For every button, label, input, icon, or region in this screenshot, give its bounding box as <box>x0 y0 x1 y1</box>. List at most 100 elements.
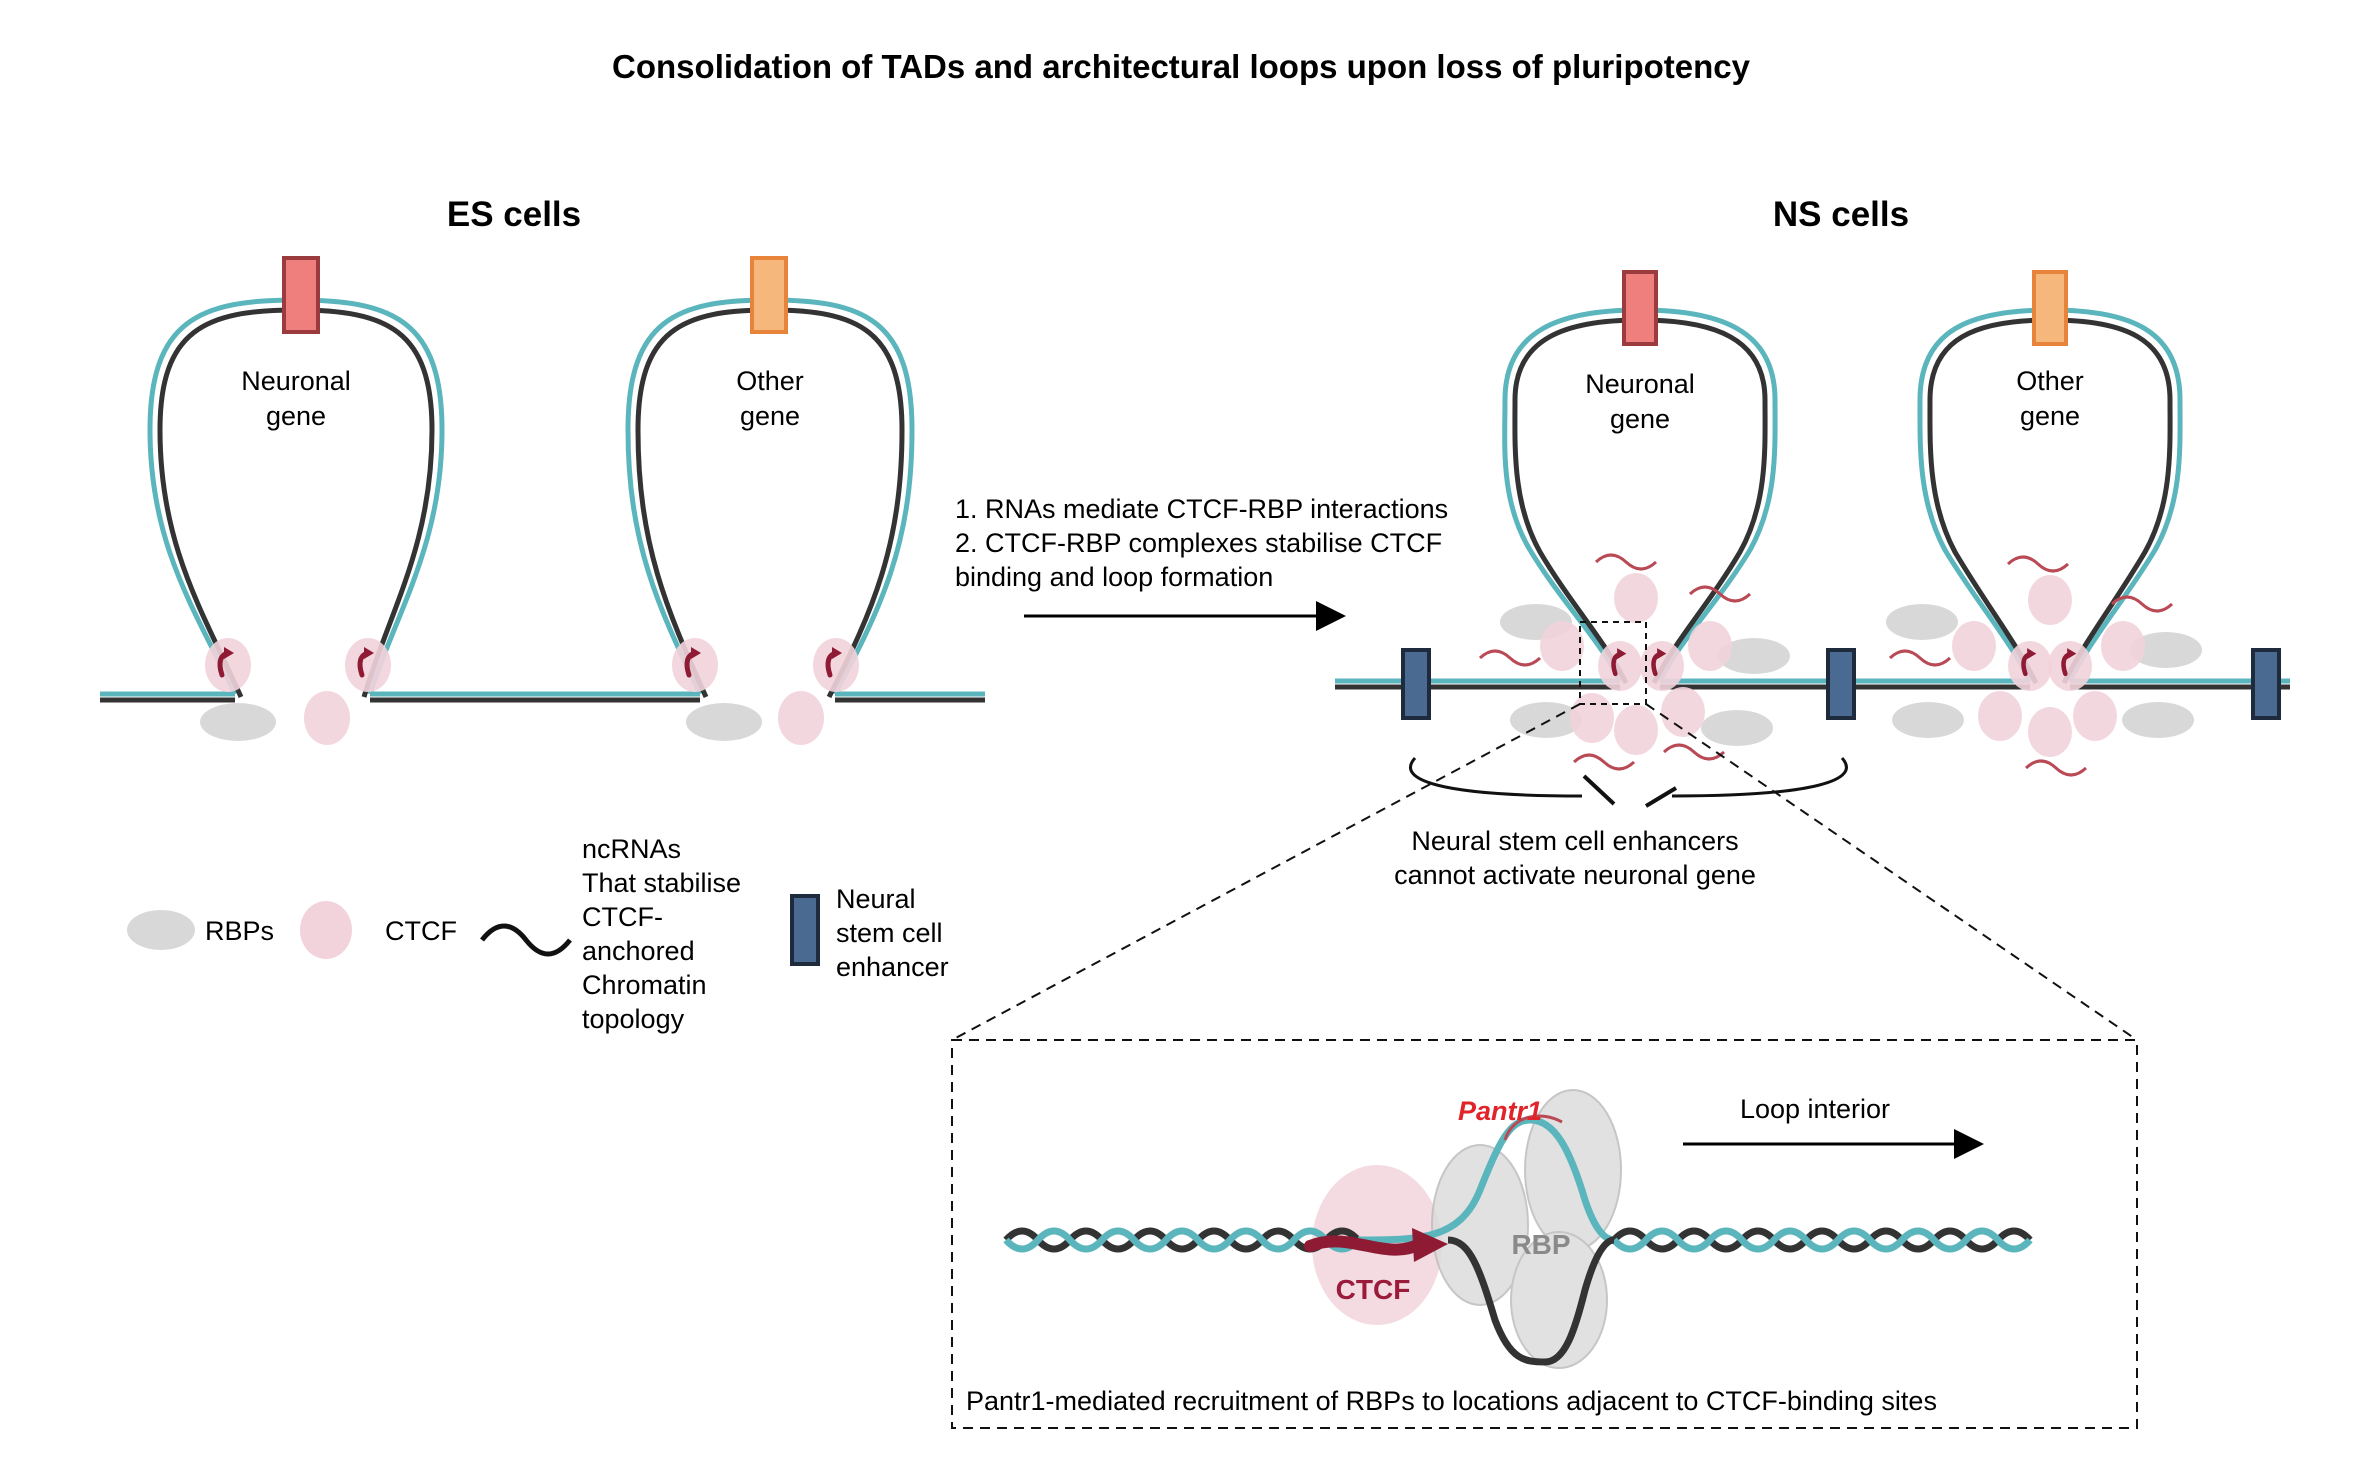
inset-ctcf-label: CTCF <box>1336 1274 1411 1305</box>
es-panel: ES cells Neuronal gene Other gene <box>100 195 985 745</box>
rbp-blob-icon <box>2122 702 2194 738</box>
ctcf-circle-icon <box>2073 691 2117 741</box>
legend-ncrna-line-5: Chromatin <box>582 970 707 1000</box>
ctcf-arrow-icon <box>1304 1235 1426 1256</box>
transition-step-3: binding and loop formation <box>955 562 1273 592</box>
ns-enhancer-block-arcs: Neural stem cell enhancers cannot activa… <box>1394 756 1848 890</box>
ns-enhancer-note-1: Neural stem cell enhancers <box>1411 826 1738 856</box>
ncrna-wave-icon <box>1594 553 1658 571</box>
rbp-blob-icon <box>127 910 195 950</box>
ncrna-wave-icon <box>2006 555 2070 573</box>
ns-anchor-cluster-1 <box>1478 553 1790 771</box>
ctcf-circle-icon <box>813 638 859 692</box>
transition-step-1: 1. RNAs mediate CTCF-RBP interactions <box>955 494 1448 524</box>
es-neuronal-gene-label-1: Neuronal <box>241 366 351 396</box>
es-panel-label: ES cells <box>447 195 581 234</box>
ns-loop-neuronal: Neuronal gene <box>1502 270 1778 685</box>
transition-step-2: 2. CTCF-RBP complexes stabilise CTCF <box>955 528 1442 558</box>
neuronal-gene-block <box>282 256 320 334</box>
zoom-connector-right <box>1645 703 2138 1041</box>
ns-enhancer-note-2: cannot activate neuronal gene <box>1394 860 1756 890</box>
legend-ncrna-line-2: That stabilise <box>582 868 741 898</box>
zoom-box <box>1579 621 1647 705</box>
ctcf-circle-icon <box>2028 575 2072 625</box>
ncrna-wave-icon <box>1478 649 1542 667</box>
ncrna-wave-icon <box>1688 585 1752 603</box>
ncrna-wave-icon <box>1662 743 1726 761</box>
ctcf-circle-icon <box>1614 705 1658 755</box>
dna-double-helix <box>1003 1114 2033 1366</box>
legend-enhancer-line-3: enhancer <box>836 952 949 982</box>
ns-enhancers <box>1401 648 2281 720</box>
ns-loop-other: Other gene <box>1917 270 2183 685</box>
ns-neuronal-gene-label-1: Neuronal <box>1585 369 1695 399</box>
ctcf-circle-icon <box>1952 621 1996 671</box>
legend-ctcf-label: CTCF <box>385 916 457 946</box>
inset-rbp-label: RBP <box>1511 1229 1570 1260</box>
inset-panel: Pantr1 RBP CTCF Loop interior Pantr1-med… <box>951 1039 2138 1429</box>
enhancer-bar-icon <box>790 894 820 966</box>
rbp-blob-icon <box>686 703 762 741</box>
rbp-blob-icon <box>1701 710 1773 746</box>
legend-enhancer-line-1: Neural <box>836 884 916 914</box>
rbp-blob-icon <box>200 703 276 741</box>
rbp-blob-icon <box>1892 702 1964 738</box>
ns-chromatin-baseline <box>1335 678 2290 690</box>
enhancer-bar-icon <box>1826 648 1856 720</box>
ctcf-circle-icon <box>205 638 251 692</box>
ctcf-circle-icon <box>1570 693 1614 743</box>
inset-frame <box>951 1039 2138 1429</box>
ncrna-wave-icon <box>2024 759 2088 777</box>
pantr1-rna <box>1503 1114 1563 1141</box>
ctcf-circle-icon <box>1688 621 1732 671</box>
es-chromatin-baseline <box>100 691 985 703</box>
inset-caption: Pantr1-mediated recruitment of RBPs to l… <box>966 1386 1937 1416</box>
ctcf-circle-icon <box>1661 687 1705 737</box>
rbp-blob-icon <box>1718 638 1790 674</box>
ncrna-wave-icon <box>480 923 572 957</box>
ctcf-circle-icon <box>2048 641 2092 691</box>
ctcf-circle-icon <box>1978 691 2022 741</box>
ctcf-circle-icon <box>1598 641 1642 691</box>
enhancer-bar-icon <box>1401 648 1431 720</box>
legend-ncrna-line-6: topology <box>582 1004 685 1034</box>
inset-loop-interior-label: Loop interior <box>1740 1094 1890 1124</box>
es-anchor-proteins <box>200 638 859 745</box>
ns-other-gene-label-1: Other <box>2016 366 2084 396</box>
legend-ncrna-line-3: CTCF- <box>582 902 663 932</box>
ctcf-circle-icon <box>2101 621 2145 671</box>
es-neuronal-gene-label-2: gene <box>266 401 326 431</box>
ns-other-gene-label-2: gene <box>2020 401 2080 431</box>
ns-neuronal-gene-label-2: gene <box>1610 404 1670 434</box>
es-other-gene-label-1: Other <box>736 366 804 396</box>
figure-title: Consolidation of TADs and architectural … <box>612 48 1751 85</box>
legend-ncrna-line-4: anchored <box>582 936 695 966</box>
other-gene-block <box>750 256 788 334</box>
ncrna-wave-icon <box>1888 649 1952 667</box>
ncrna-wave-icon <box>2110 595 2174 613</box>
legend: RBPs CTCF ncRNAs That stabilise CTCF- an… <box>127 834 949 1034</box>
legend-enhancer-line-2: stem cell <box>836 918 943 948</box>
es-loop-other: Other gene <box>625 256 915 699</box>
legend-rbps-label: RBPs <box>205 916 274 946</box>
es-other-gene-label-2: gene <box>740 401 800 431</box>
ctcf-circle-icon <box>345 638 391 692</box>
ns-panel: NS cells Neuronal gene Other gene <box>951 195 2290 1041</box>
ctcf-circle-icon <box>304 691 350 745</box>
transition: 1. RNAs mediate CTCF-RBP interactions 2.… <box>955 494 1448 631</box>
ctcf-circle-icon <box>672 638 718 692</box>
ctcf-arrowhead <box>1412 1228 1448 1262</box>
ctcf-circle-icon <box>1614 573 1658 623</box>
neuronal-gene-block <box>1622 270 1658 346</box>
enhancer-bar-icon <box>2251 648 2281 720</box>
legend-ncrna-line-1: ncRNAs <box>582 834 681 864</box>
es-loop-neuronal: Neuronal gene <box>147 256 445 699</box>
rbp-blob-icon <box>1886 604 1958 640</box>
ns-panel-label: NS cells <box>1773 195 1909 234</box>
ctcf-circle-icon <box>2008 641 2052 691</box>
rbp-blob-icon <box>1510 702 1582 738</box>
ctcf-circle-icon <box>1540 621 1584 671</box>
ncrna-wave-icon <box>1572 753 1636 771</box>
inset-pantr1-label: Pantr1 <box>1458 1096 1542 1126</box>
